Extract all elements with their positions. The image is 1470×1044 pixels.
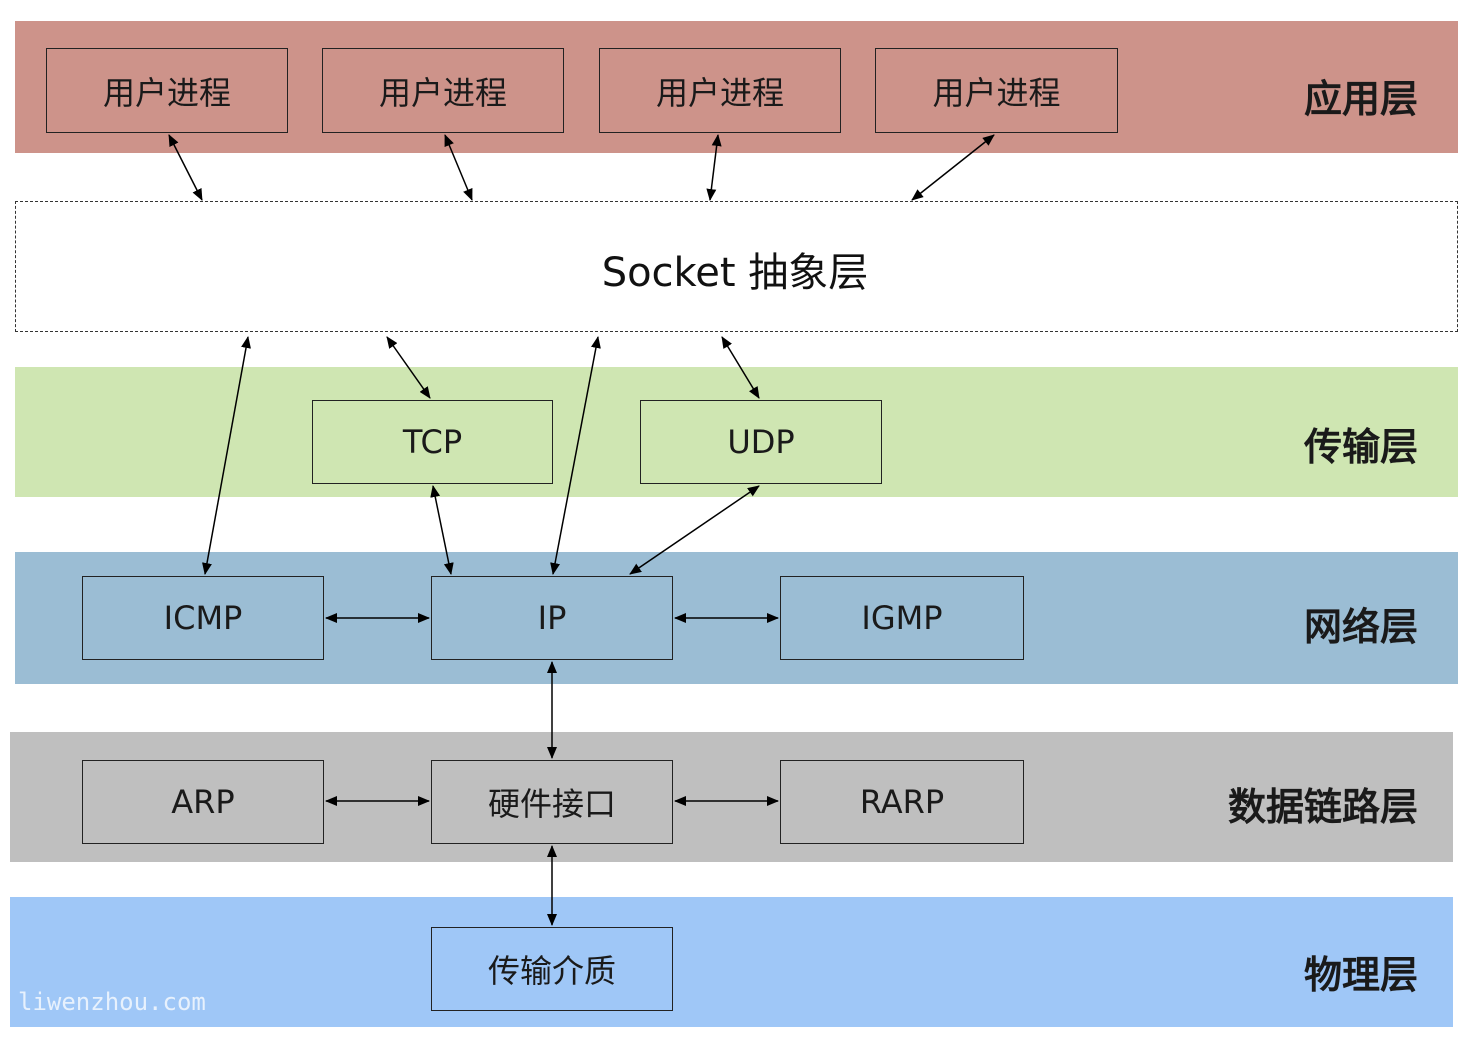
arrow-socket-tcp	[386, 336, 431, 399]
user-process-box-4: 用户进程	[875, 48, 1118, 133]
physical-layer-label: 物理层	[1303, 953, 1418, 997]
ip-box: IP	[431, 576, 673, 660]
socket-abstraction-band	[15, 201, 1458, 332]
physical-layer-band	[10, 897, 1453, 1027]
transport-layer-label: 传输层	[1303, 425, 1418, 469]
transmission-medium-box: 传输介质	[431, 927, 673, 1011]
hardware-interface-box: 硬件接口	[431, 760, 673, 844]
application-layer-label: 应用层	[1303, 77, 1418, 121]
watermark: liwenzhou.com	[18, 988, 206, 1016]
icmp-box: ICMP	[82, 576, 324, 660]
arrow-tcp-ip	[430, 485, 454, 575]
arrow-socket-udp	[721, 336, 760, 399]
arrow-udp-ip	[629, 485, 760, 575]
arrow-user4-socket	[911, 134, 995, 201]
rarp-box: RARP	[780, 760, 1024, 844]
arrow-user2-socket	[444, 134, 473, 201]
arp-box: ARP	[82, 760, 324, 844]
socket-layer-label: Socket 抽象层	[601, 250, 869, 296]
user-process-box-1: 用户进程	[46, 48, 288, 133]
user-process-box-3: 用户进程	[599, 48, 841, 133]
arrow-socket-ip	[550, 336, 601, 575]
datalink-layer-label: 数据链路层	[1227, 785, 1418, 829]
user-process-box-2: 用户进程	[322, 48, 564, 133]
udp-box: UDP	[640, 400, 882, 484]
arrow-user3-socket	[706, 134, 722, 201]
arrow-socket-icmp	[202, 336, 251, 575]
network-layer-label: 网络层	[1303, 605, 1418, 649]
arrow-user1-socket	[168, 134, 203, 201]
igmp-box: IGMP	[780, 576, 1024, 660]
